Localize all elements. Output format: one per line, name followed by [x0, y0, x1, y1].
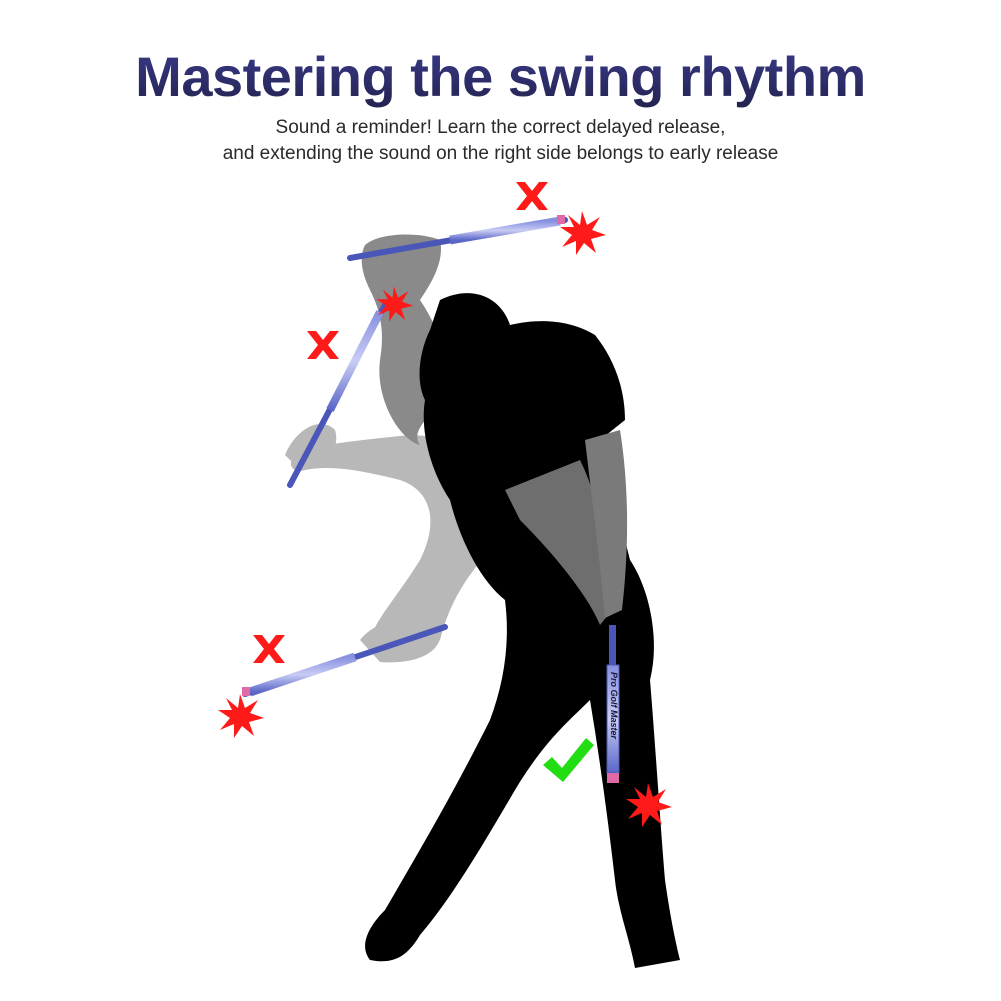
stick-brand-label: Pro Golf Master: [609, 672, 619, 740]
trainer-stick-correct: Pro Golf Master: [606, 625, 620, 783]
trainer-stick-upper-left: [287, 302, 388, 488]
sound-burst-icon: [560, 211, 606, 255]
x-mark-icon: [253, 635, 285, 663]
x-mark-icon: [307, 331, 339, 359]
trainer-stick-top: [347, 215, 568, 261]
subtitle-line-1: Sound a reminder! Learn the correct dela…: [275, 117, 726, 138]
x-mark-icon: [516, 182, 548, 210]
checkmark-icon: [543, 738, 594, 782]
subtitle-line-2: and extending the sound on the right sid…: [222, 143, 779, 164]
sound-burst-icon: [218, 694, 264, 738]
page-title: Mastering the swing rhythm: [0, 44, 1001, 109]
trainer-stick-lower-left: [242, 624, 448, 697]
golfer-silhouette: [365, 293, 680, 968]
